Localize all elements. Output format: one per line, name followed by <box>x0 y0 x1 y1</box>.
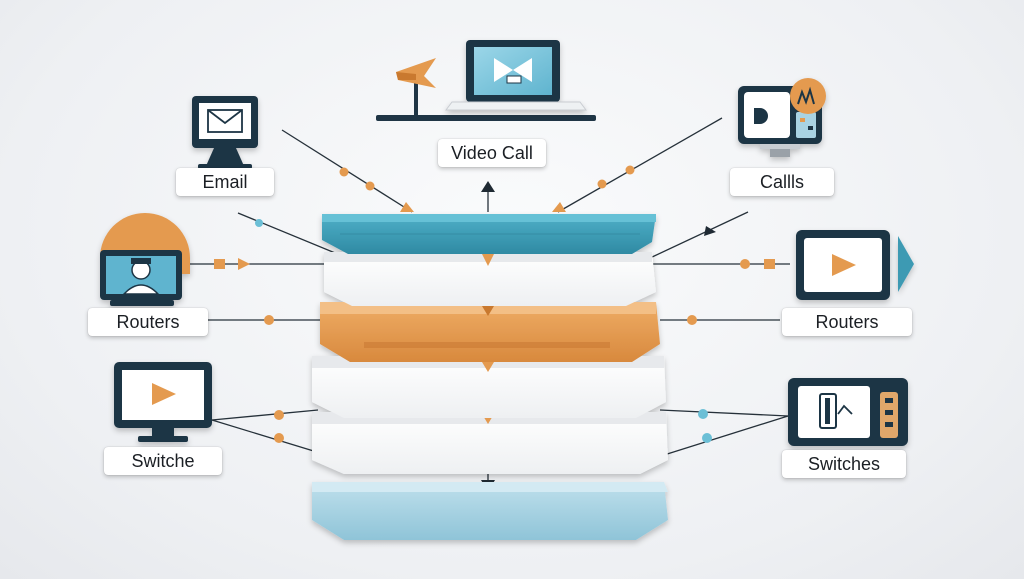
layer-stack <box>312 214 668 540</box>
dot-marker <box>365 181 375 191</box>
device-call-icon <box>738 78 826 157</box>
layer-top-teal <box>322 214 656 254</box>
connector-switches-a <box>659 409 789 417</box>
label-switches: Switches <box>782 450 906 478</box>
connector-markers <box>214 165 775 492</box>
label-routers-right: Routers <box>782 308 912 336</box>
label-video-call: Video Call <box>438 139 546 167</box>
connector-switches-b <box>663 415 789 456</box>
flag-icon <box>396 58 436 116</box>
dot-marker <box>698 409 708 419</box>
label-email: Email <box>176 168 274 196</box>
arrow-marker <box>704 226 716 236</box>
label-switche: Switche <box>104 447 222 475</box>
dot-marker <box>264 315 274 325</box>
laptop-video-icon <box>445 40 587 111</box>
layer-white-2 <box>324 252 656 306</box>
label-routers-left: Routers <box>88 308 208 336</box>
layer-white-4 <box>312 412 668 474</box>
layer-white-3 <box>312 356 666 418</box>
monitor-email-icon <box>192 96 258 169</box>
dot-marker <box>687 315 697 325</box>
dot-marker <box>339 167 349 177</box>
monitor-play-icon <box>114 362 212 442</box>
dot-marker <box>740 259 750 269</box>
dot-marker <box>274 410 284 420</box>
monitor-play-icon <box>796 230 914 300</box>
label-calls: Callls <box>730 168 834 196</box>
device-switch-icon <box>788 378 908 446</box>
dot-marker <box>702 433 712 443</box>
square-marker <box>214 259 225 269</box>
dot-marker <box>625 165 635 175</box>
arrow-up-icon <box>481 181 495 192</box>
layer-bottom-blue <box>312 482 668 540</box>
connector-switche-b <box>211 419 331 457</box>
connector-right-top <box>649 211 749 259</box>
dot-marker <box>255 219 263 227</box>
arrow-marker <box>400 202 414 212</box>
layer-orange <box>320 302 660 362</box>
dot-marker <box>274 433 284 443</box>
dot-marker <box>597 179 607 189</box>
arrow-marker <box>238 258 250 270</box>
arrow-marker <box>552 202 566 212</box>
square-marker <box>764 259 775 269</box>
shelf <box>376 115 596 121</box>
connector-left-top <box>237 212 341 256</box>
connector-calls <box>557 117 723 213</box>
connector-switche-a <box>211 409 319 421</box>
monitor-user-icon <box>100 213 190 306</box>
